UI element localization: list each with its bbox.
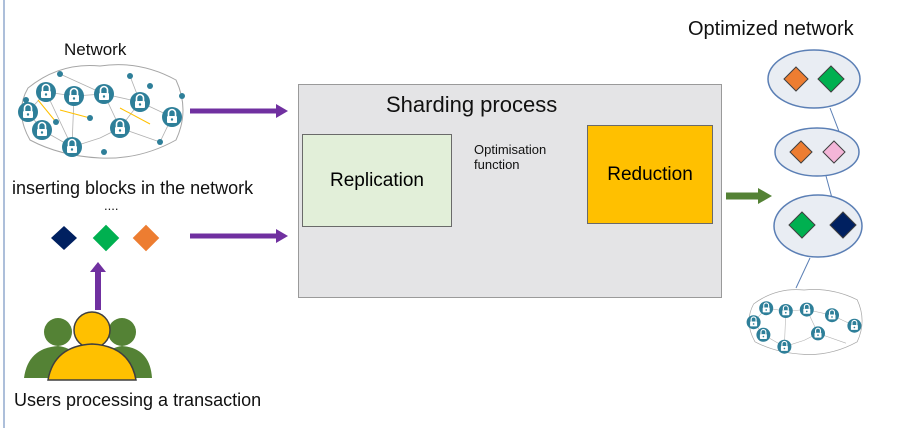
arrow-network-to-sharding — [190, 104, 288, 118]
sharding-process-title: Sharding process — [386, 92, 558, 117]
optimisation-label-line1: Optimisation — [474, 142, 547, 157]
users-group-icon — [24, 311, 152, 381]
arrow-to-optimized-network — [726, 188, 772, 204]
reduction-label: Reduction — [607, 164, 693, 185]
block-green-diamond-icon — [91, 223, 121, 253]
network-graph — [17, 64, 185, 159]
blocks-row — [51, 223, 161, 253]
optimisation-function-label: Optimisation function — [474, 142, 546, 172]
shard-3 — [773, 194, 863, 258]
users-label: Users processing a transaction — [14, 390, 262, 410]
reduction-box: Reduction — [587, 125, 713, 224]
inserting-blocks-label: inserting blocks in the network — [12, 178, 254, 198]
replication-label: Replication — [330, 169, 424, 191]
optimisation-label-line2: function — [474, 157, 520, 172]
optimized-network — [767, 49, 863, 289]
shard-1 — [767, 49, 861, 109]
optimized-network-label: Optimized network — [688, 18, 854, 40]
replication-box: Replication — [302, 134, 452, 227]
arrow-users-to-blocks — [90, 262, 106, 310]
shard-2 — [774, 127, 860, 177]
block-navy-diamond-icon — [51, 226, 77, 250]
optimized-network-graph — [746, 289, 863, 355]
arrow-blocks-to-sharding — [190, 229, 288, 243]
network-label: Network — [64, 40, 127, 59]
block-orange-diamond-icon — [131, 223, 161, 253]
ellipsis-label: .... — [104, 198, 119, 213]
